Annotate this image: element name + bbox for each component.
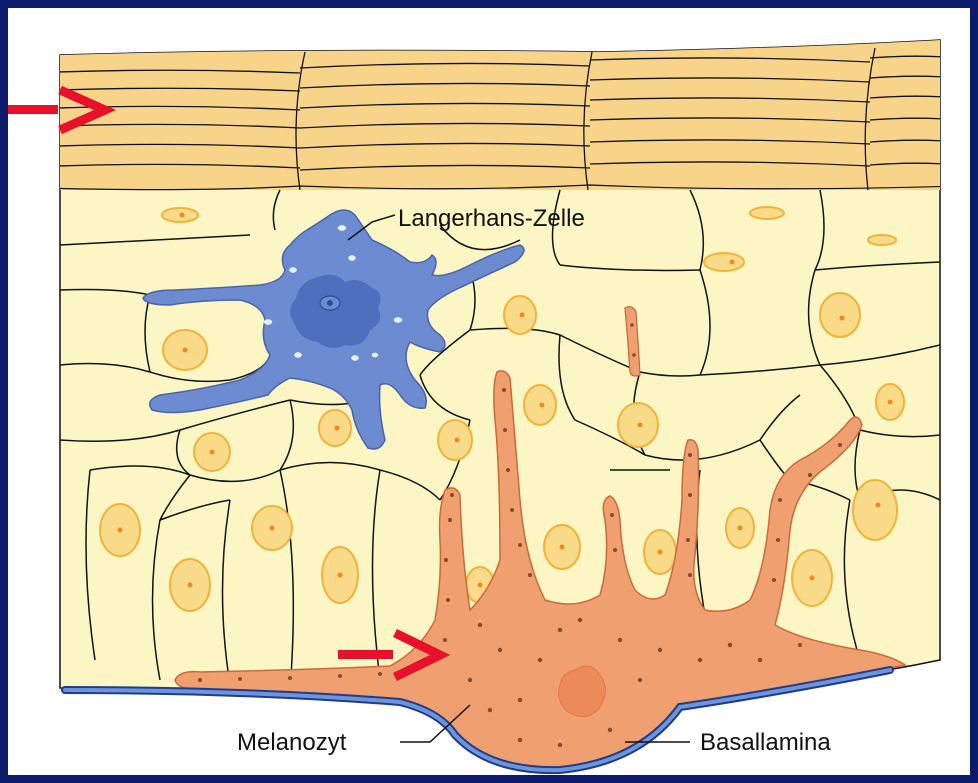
stratum-corneum: [40, 40, 960, 190]
melanocyte-label: Melanozyt: [237, 729, 347, 756]
langerhans-cell-label: Langerhans-Zelle: [398, 205, 585, 232]
basal-lamina-label: Basallamina: [700, 729, 831, 756]
